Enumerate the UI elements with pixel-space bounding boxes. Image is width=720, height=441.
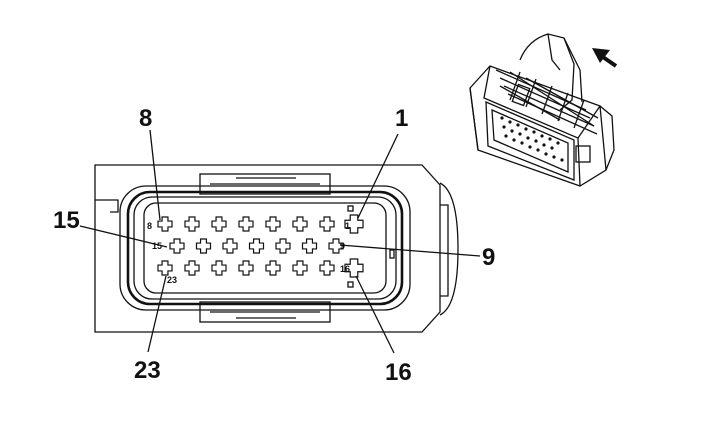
connector-side-latch (439, 182, 459, 316)
pin-cavity (157, 260, 173, 276)
pin-cavity (238, 260, 254, 276)
leader-9 (339, 244, 481, 257)
pin-cavity (211, 216, 227, 232)
pin-cavity (292, 260, 308, 276)
pin-cavity (195, 238, 212, 254)
callout-9: 9 (482, 244, 495, 271)
pin-cavity (328, 238, 344, 254)
pin-cavity (275, 238, 291, 254)
pin-cavity (211, 260, 227, 276)
leader-1 (357, 133, 399, 219)
leader-8 (149, 129, 161, 221)
pin-cavity (238, 216, 254, 232)
connector-bottom-tab (199, 301, 331, 323)
pin-label-9: 9 (340, 241, 345, 251)
connector-top-tab (199, 173, 331, 195)
pin-cavity (265, 260, 281, 276)
pin-cavity (248, 238, 265, 254)
pin-cavity (184, 216, 200, 232)
connector-seal (126, 190, 404, 306)
pin-label-8: 8 (147, 221, 152, 231)
pin-cavity (157, 216, 173, 232)
pin-label-1: 1 (345, 221, 350, 231)
leader-15 (79, 225, 168, 248)
insertion-arrow-icon (592, 48, 618, 68)
pin-cavities (157, 214, 364, 278)
pin-cavity (222, 238, 238, 254)
connector-face-view (94, 164, 459, 333)
leader-23 (147, 275, 167, 353)
connector-outer-body (94, 164, 441, 333)
pin-label-16: 16 (340, 264, 350, 274)
pin-cavity (184, 260, 200, 276)
callout-leaders (79, 129, 481, 354)
pin-cavity (319, 216, 335, 232)
callout-8: 8 (139, 105, 152, 132)
pin-cavity (265, 216, 281, 232)
callout-1: 1 (395, 105, 408, 132)
connector-isometric-icon (469, 33, 615, 187)
pin-cavity (169, 238, 185, 254)
callout-16: 16 (385, 359, 412, 386)
callout-23: 23 (134, 357, 161, 384)
pin-label-23: 23 (167, 275, 177, 285)
callout-15: 15 (53, 207, 80, 234)
pin-cavity (344, 258, 364, 278)
pin-cavity (344, 214, 364, 234)
pin-cavity (319, 260, 335, 276)
pin-label-15: 15 (152, 241, 162, 251)
pin-cavity (292, 216, 308, 232)
leader-16 (355, 275, 395, 354)
pin-cavity (301, 238, 318, 254)
